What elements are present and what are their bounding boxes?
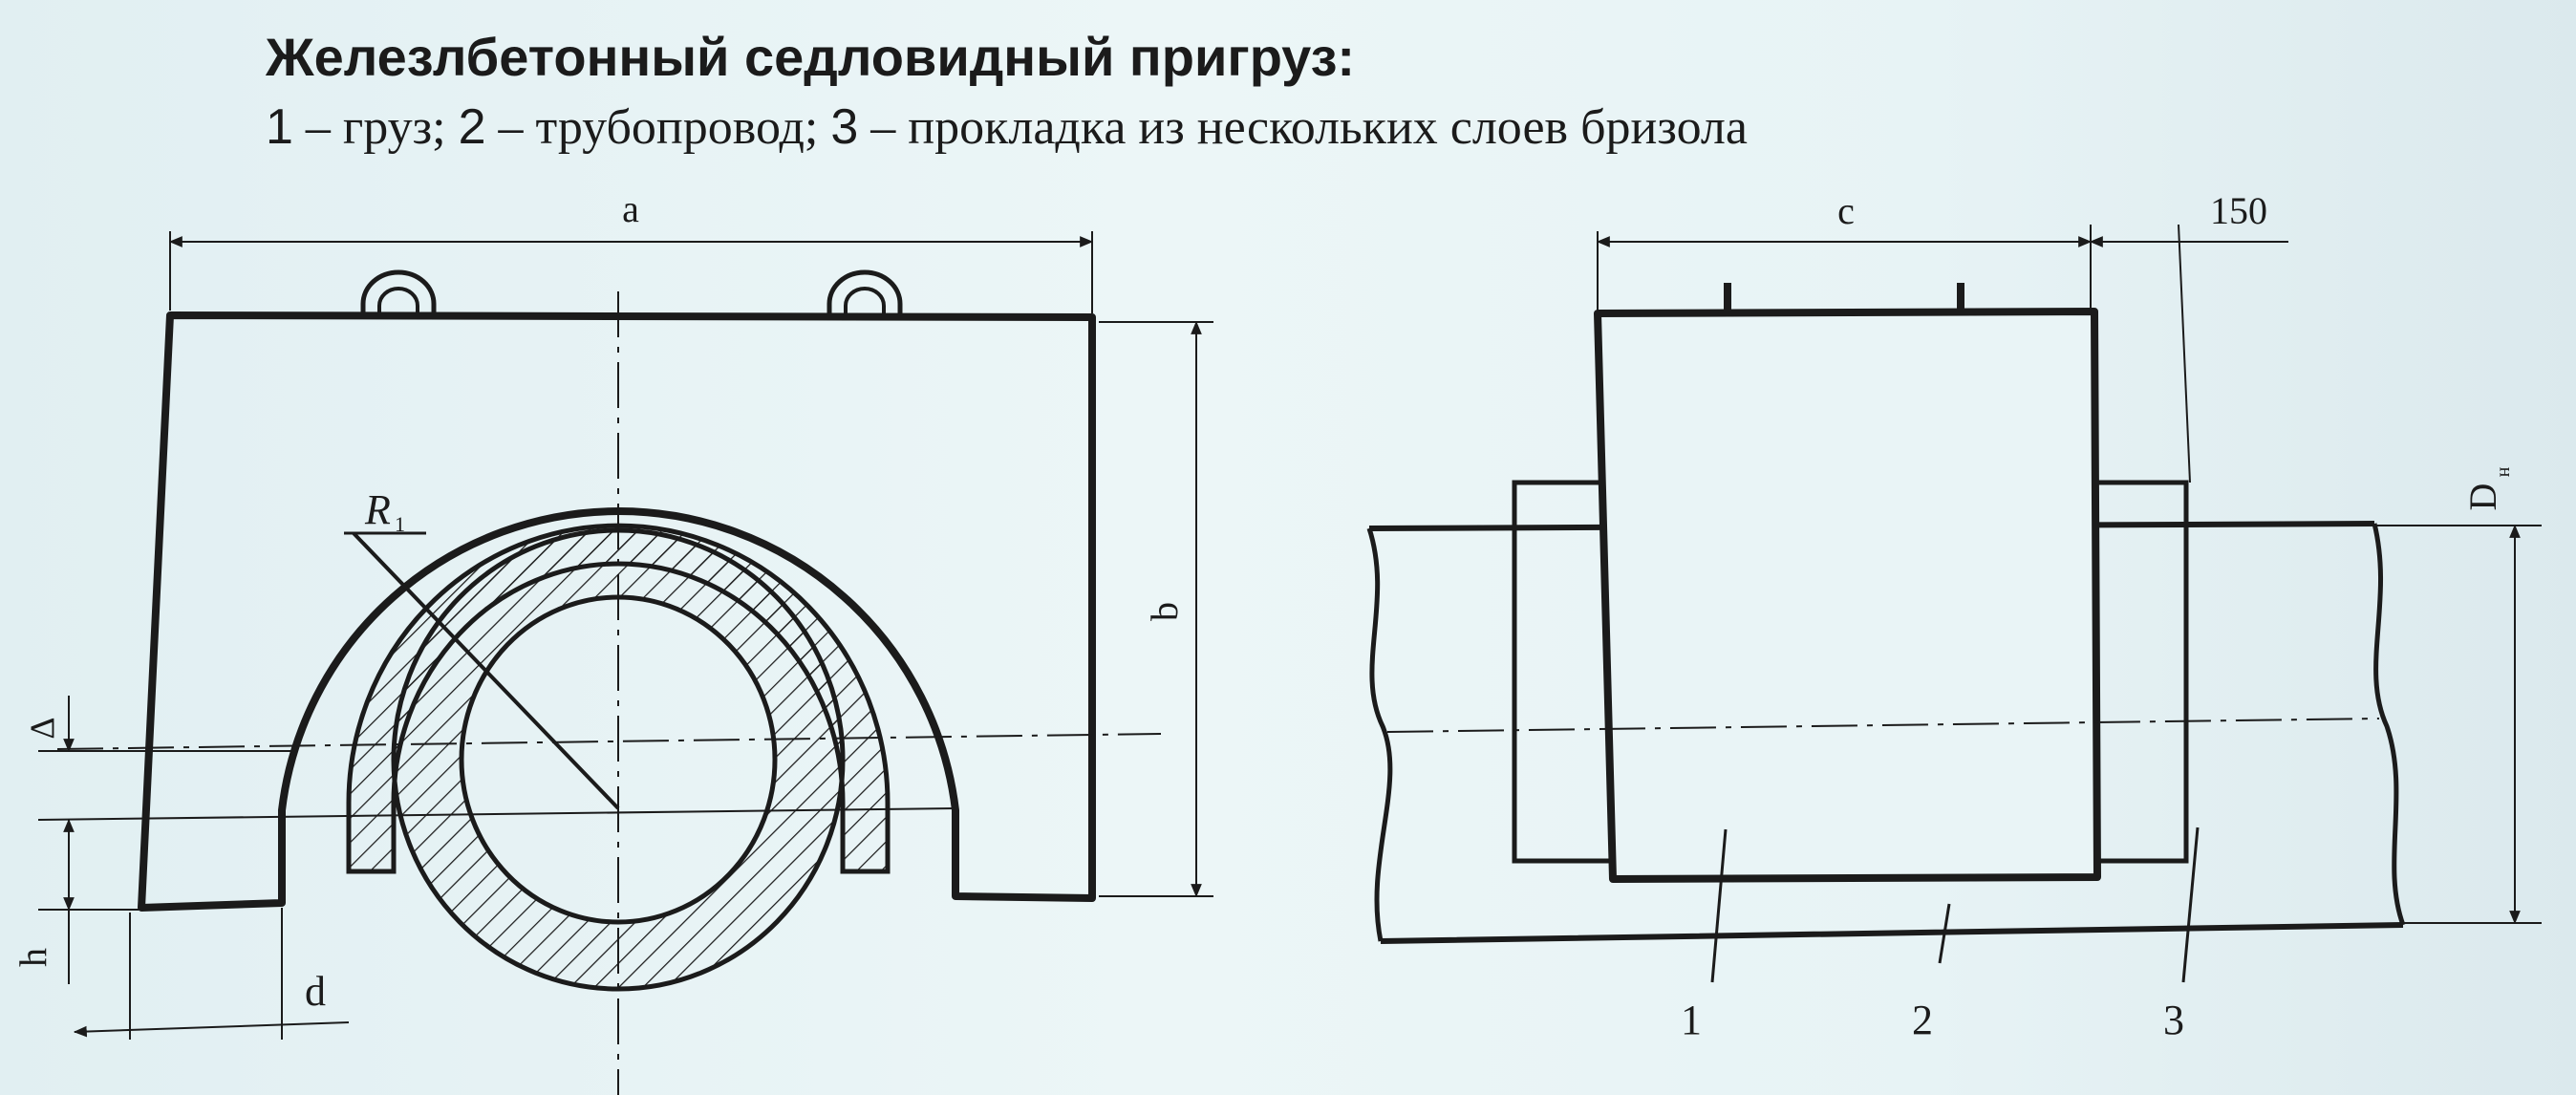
- slide-subtitle-legend: 1 – груз; 2 – трубопровод; 3 – прокладка…: [266, 94, 2463, 161]
- dim-d-label: d: [305, 968, 326, 1015]
- legend-number-3: 3: [830, 99, 859, 155]
- dim-dn-label: D: [2461, 483, 2504, 511]
- legend-number-2: 2: [458, 99, 486, 155]
- lifting-loop-icon: [360, 269, 437, 315]
- legend-number-1: 1: [266, 99, 293, 155]
- dim-150-label: 150: [2210, 189, 2267, 232]
- front-view: R 1 a b Δ h d: [11, 187, 1213, 1095]
- callout-3-leader: [2181, 827, 2200, 983]
- lifting-loop-icon: [826, 269, 903, 315]
- callout-2-label: 2: [1912, 997, 1933, 1043]
- slide-title: Железлбетонный седловидный пригруз:: [266, 27, 1356, 87]
- saddle-weight-outline: [138, 311, 1096, 912]
- radius-line-r1: [352, 531, 620, 810]
- callout-1-leader: [1710, 828, 1728, 983]
- dim-delta-ext-lower: [37, 807, 956, 821]
- dim-h-label: h: [11, 948, 54, 967]
- callout-3-label: 3: [2163, 997, 2184, 1043]
- callout-2-leader: [1938, 903, 1951, 964]
- dim-a-label: a: [622, 187, 639, 230]
- pipe-break-left: [1366, 527, 1393, 942]
- callout-1-label: 1: [1681, 997, 1702, 1043]
- dim-d-line: [73, 1021, 350, 1038]
- side-centerline: [1386, 718, 2380, 733]
- legend-text-1: – груз;: [292, 100, 459, 155]
- legend-text-3: – прокладка из нескольких слоев бризола: [858, 100, 1748, 155]
- side-view: c 150 D н 1 2 3: [1366, 189, 2542, 1043]
- weight-side-outline: [1594, 308, 2101, 883]
- dim-r1-subscript: 1: [395, 512, 405, 536]
- dim-delta-label: Δ: [23, 717, 61, 739]
- slide-title-block: Железлбетонный седловидный пригруз: 1 – …: [266, 21, 2463, 161]
- legend-text-2: – трубопровод;: [485, 100, 831, 155]
- pipe-break-right: [2372, 523, 2406, 926]
- front-horizontal-centerline: [56, 733, 1162, 750]
- dim-150-ext-right: [2178, 224, 2191, 483]
- dim-dn-subscript: н: [2493, 466, 2514, 477]
- dim-b-label: b: [1143, 602, 1186, 621]
- dim-r1-label: R: [364, 486, 391, 533]
- pipe-wall-section: [391, 527, 846, 992]
- dim-c-label: c: [1837, 189, 1855, 232]
